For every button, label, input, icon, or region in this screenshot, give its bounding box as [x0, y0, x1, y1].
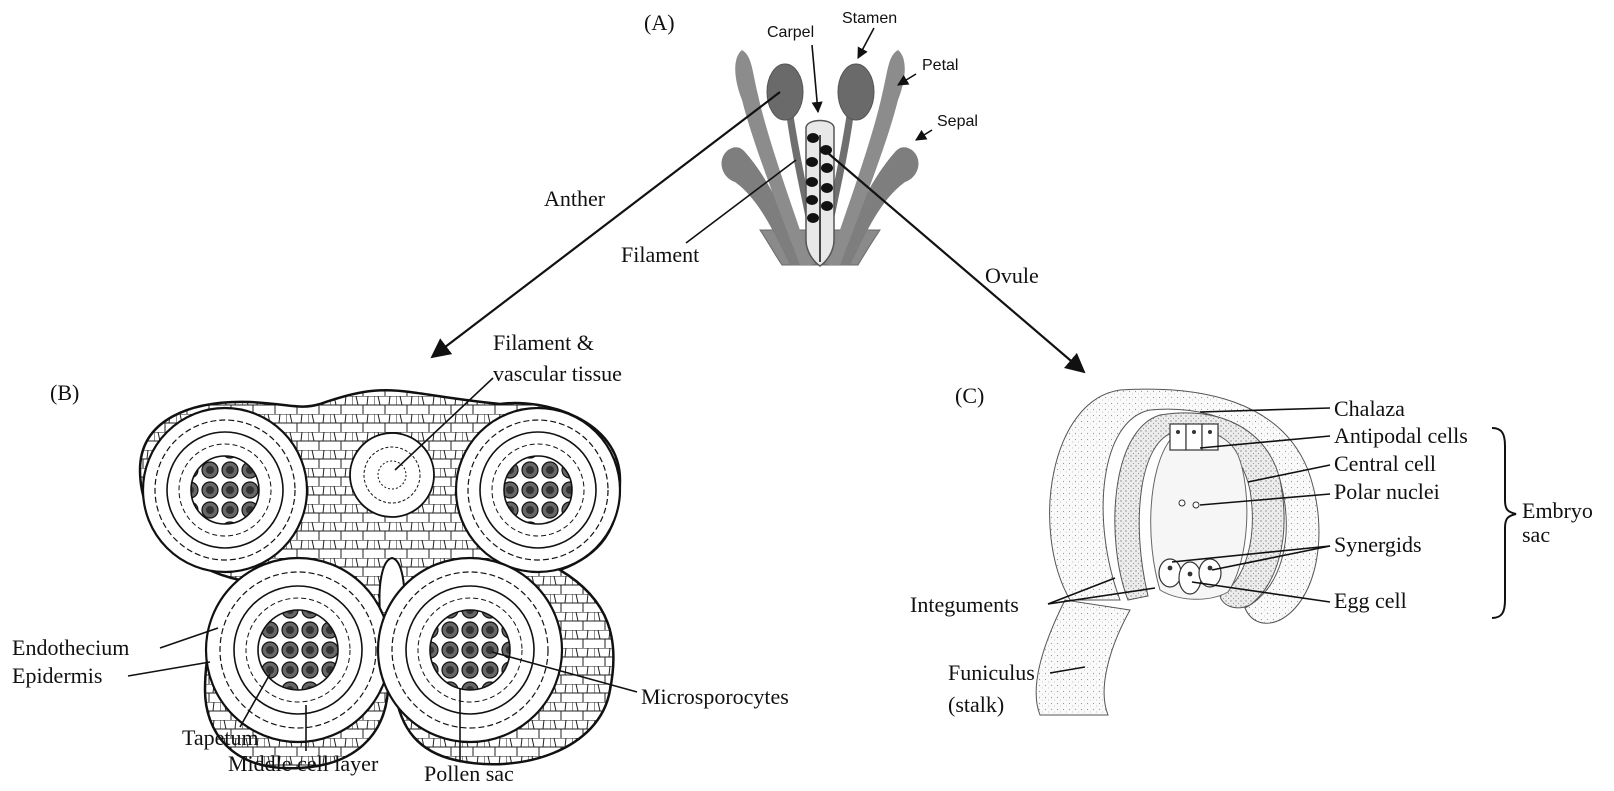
label-microsporocytes: Microsporocytes: [641, 684, 789, 709]
label-tapetum: Tapetum: [182, 725, 259, 750]
label-egg-cell: Egg cell: [1334, 588, 1407, 613]
ovule-dot: [821, 163, 833, 173]
ovule-dot: [806, 157, 818, 167]
label-stalk: (stalk): [948, 692, 1004, 717]
ovule-dot: [806, 195, 818, 205]
egg-cell: [1179, 562, 1201, 594]
stamen-left-anther: [767, 64, 803, 120]
label-pollen-sac: Pollen sac: [424, 761, 514, 786]
ovule-dot: [807, 133, 819, 143]
funiculus: [1036, 600, 1130, 715]
label-anther: Anther: [544, 186, 606, 211]
synergid: [1159, 559, 1181, 587]
antipodal-cells: [1170, 424, 1218, 450]
pollen-sac-upper-left: [143, 408, 307, 572]
ovule-dot: [807, 213, 819, 223]
pointer-epidermis: [128, 662, 210, 676]
stamen-right-anther: [838, 64, 874, 120]
label-integuments: Integuments: [910, 592, 1019, 617]
label-funiculus: Funiculus: [948, 660, 1035, 685]
pollen-sac-lower-left: [206, 558, 390, 742]
panel-label-a: (A): [644, 10, 675, 35]
label-filament-vascular-2: vascular tissue: [493, 361, 622, 386]
label-ovule: Ovule: [985, 263, 1039, 288]
polar-nucleus: [1193, 502, 1199, 508]
label-stamen: Stamen: [842, 10, 897, 27]
ovule-dot: [821, 183, 833, 193]
pollen-sac-lower-right: [378, 558, 562, 742]
flower-illustration: [722, 50, 919, 266]
label-embryo-sac-1: Embryo: [1522, 498, 1593, 523]
label-sepal: Sepal: [937, 113, 978, 130]
pointer-carpel: [812, 45, 818, 112]
label-petal: Petal: [922, 57, 958, 74]
panel-label-c: (C): [955, 383, 984, 408]
label-middle-cell-layer: Middle cell layer: [228, 751, 379, 776]
pollen-sac-upper-right: [456, 408, 620, 572]
label-chalaza: Chalaza: [1334, 396, 1405, 421]
pointer-stamen: [858, 28, 874, 58]
ovule-dot: [821, 201, 833, 211]
embryo-sac-brace: [1492, 428, 1516, 618]
label-endothecium: Endothecium: [12, 635, 129, 660]
polar-nucleus: [1179, 500, 1185, 506]
pointer-sepal: [916, 130, 932, 140]
label-embryo-sac-2: sac: [1522, 522, 1550, 547]
label-filament: Filament: [621, 242, 699, 267]
label-central-cell: Central cell: [1334, 451, 1436, 476]
label-epidermis: Epidermis: [12, 663, 102, 688]
anther-cross-section: [140, 390, 620, 768]
label-polar-nuclei: Polar nuclei: [1334, 479, 1440, 504]
label-carpel: Carpel: [767, 24, 814, 41]
panel-label-b: (B): [50, 380, 79, 405]
ovule-dot: [806, 177, 818, 187]
arrow-anther-to-b: [432, 92, 780, 357]
label-antipodal: Antipodal cells: [1334, 423, 1468, 448]
label-synergids: Synergids: [1334, 532, 1422, 557]
label-filament-vascular-1: Filament &: [493, 330, 594, 355]
